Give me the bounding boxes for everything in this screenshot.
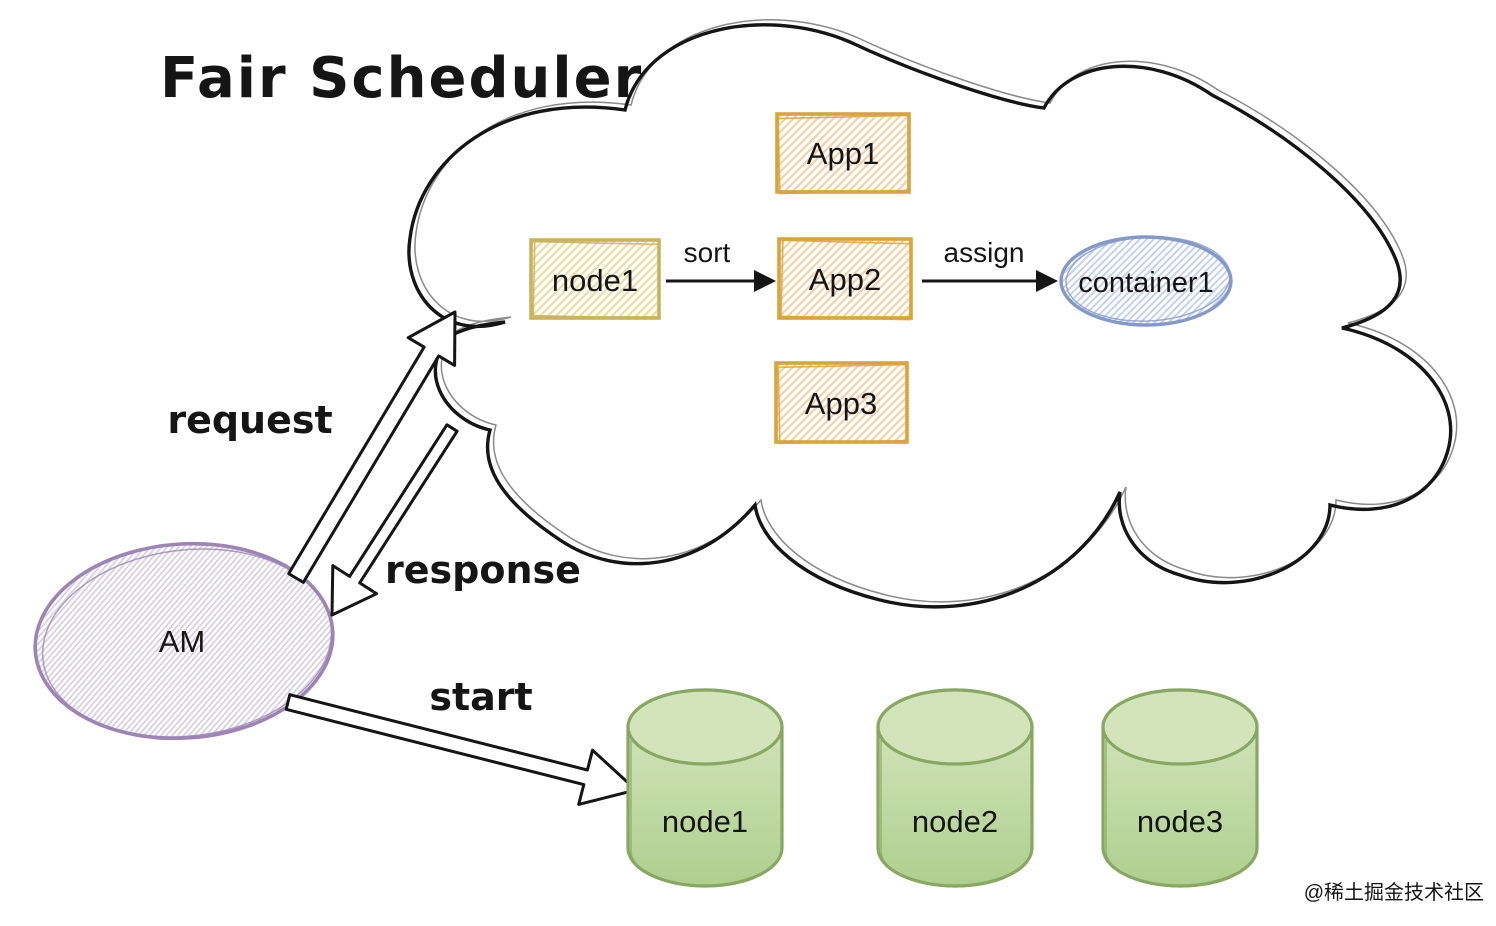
container1-label: container1 xyxy=(1078,267,1213,299)
app2-box: App2 xyxy=(777,237,913,321)
node1-cylinder-label: node1 xyxy=(662,804,748,839)
response-arrow-shape xyxy=(330,423,459,617)
node2-cylinder-top xyxy=(876,688,1034,766)
am-shape xyxy=(33,541,335,741)
app3-box-rect xyxy=(774,361,909,444)
node1-cylinder-sketch xyxy=(630,740,756,888)
request-arrow-shape xyxy=(287,310,457,584)
node1-box-label: node1 xyxy=(552,263,638,298)
node3-cylinder-sketch xyxy=(1105,740,1231,888)
node3-cylinder: node3 xyxy=(1101,688,1259,888)
node1-box-sketch xyxy=(532,240,661,320)
node2-cylinder: node2 xyxy=(876,688,1034,888)
app1-box-sketch xyxy=(777,114,911,195)
assign-arrowhead xyxy=(1036,270,1058,292)
node1-cylinder: node1 xyxy=(626,688,784,888)
sort-arrow: sort xyxy=(666,237,776,292)
app1-box: App1 xyxy=(775,112,911,195)
node3-cylinder-label: node3 xyxy=(1137,804,1223,839)
app2-box-sketch xyxy=(780,239,913,321)
sort-arrowhead xyxy=(754,270,776,292)
scheduler-cloud xyxy=(407,19,1458,609)
start-arrow: start xyxy=(284,675,638,806)
diagram-title: Fair Scheduler xyxy=(160,46,643,111)
app3-box: App3 xyxy=(774,361,909,445)
container1-sketch xyxy=(1065,236,1231,322)
container1-ellipse: container1 xyxy=(1059,235,1233,327)
app2-label: App2 xyxy=(809,262,881,297)
request-label: request xyxy=(167,398,332,442)
am-label: AM xyxy=(159,624,206,659)
node2-cylinder-sketch xyxy=(880,740,1006,888)
start-arrow-shape xyxy=(284,693,638,806)
node1-cylinder-top xyxy=(626,688,784,766)
response-label: response xyxy=(385,548,581,592)
app3-box-sketch xyxy=(777,363,909,445)
start-label: start xyxy=(429,675,532,719)
assign-label: assign xyxy=(944,237,1025,268)
node1-box: node1 xyxy=(529,238,661,320)
node2-cylinder-label: node2 xyxy=(912,804,998,839)
app3-label: App3 xyxy=(805,386,877,421)
am-sketch xyxy=(41,548,333,738)
app1-box-rect xyxy=(775,112,911,194)
am-ellipse: AM xyxy=(33,541,335,741)
response-arrow: response xyxy=(330,423,581,617)
assign-arrow: assign xyxy=(922,237,1058,292)
app1-label: App1 xyxy=(807,136,879,171)
watermark: @稀土掘金技术社区 xyxy=(1304,881,1484,904)
node3-cylinder-top xyxy=(1101,688,1259,766)
cloud-outline-sketch-echo xyxy=(414,19,1458,603)
sort-label: sort xyxy=(684,237,731,268)
cloud-outline xyxy=(407,23,1453,609)
request-arrow: request xyxy=(167,310,457,584)
